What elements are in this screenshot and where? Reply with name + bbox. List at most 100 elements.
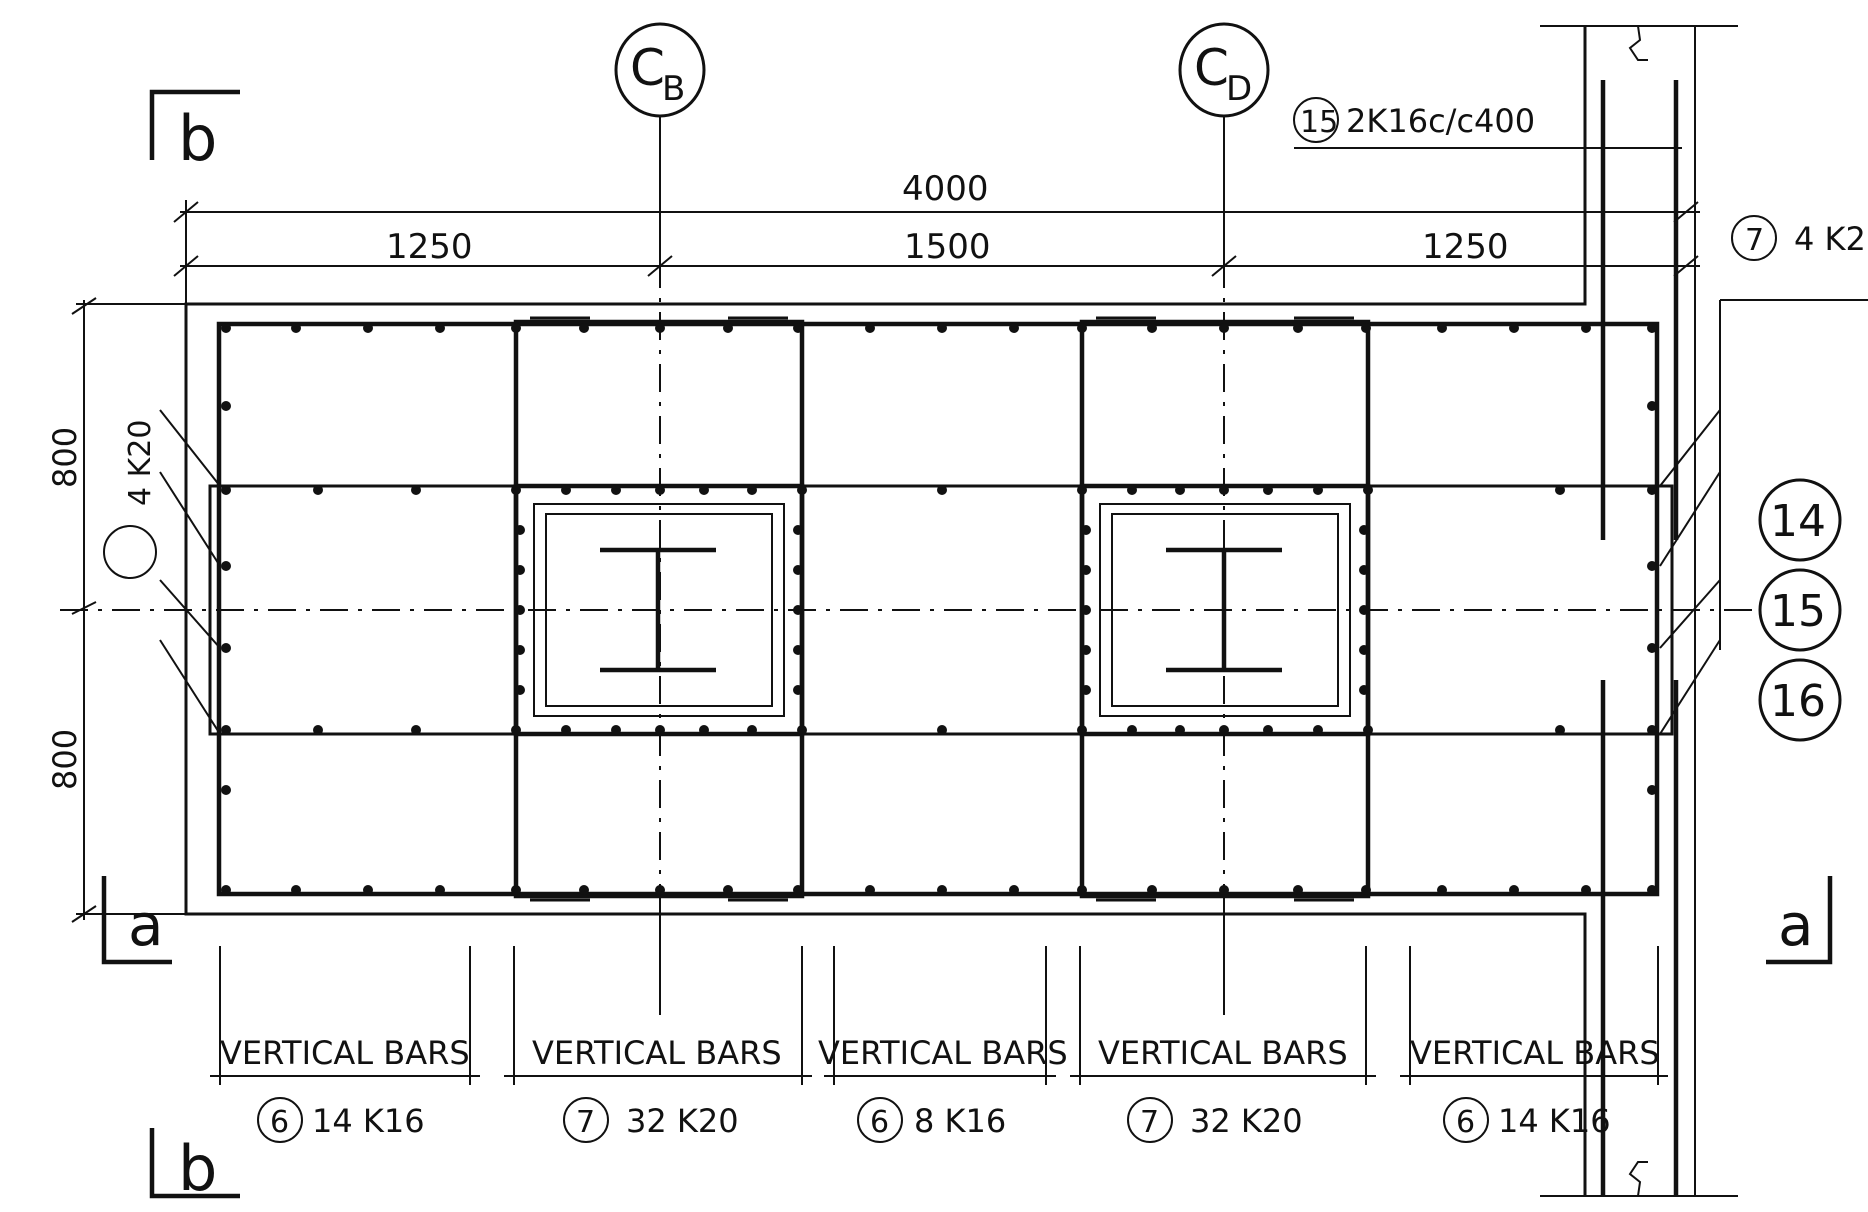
rebar-dot — [793, 525, 803, 535]
bar-group-5-mark: 6 — [1456, 1105, 1475, 1140]
rebar-dot — [291, 323, 301, 333]
rebar-dot — [793, 885, 803, 895]
rebar-dot — [1263, 725, 1273, 735]
callout-right-mark-14: 14 — [1770, 496, 1826, 547]
rebar-dot — [1077, 485, 1087, 495]
rebar-dot — [515, 605, 525, 615]
rebar-dot — [1009, 885, 1019, 895]
bar-group-1-mark: 6 — [270, 1105, 289, 1140]
section-mark-b-top: b — [149, 89, 240, 175]
dimension-overall-value: 4000 — [902, 169, 989, 209]
dimension-vertical: 800 800 — [46, 297, 186, 923]
rebar-dot — [1647, 561, 1657, 571]
rebar-dot — [1175, 725, 1185, 735]
rebar-dot — [793, 685, 803, 695]
gridline-cd: C D — [1178, 22, 1270, 1015]
callout-top-right-text: 4 K2 — [1794, 220, 1866, 258]
rebar-dot — [1147, 323, 1157, 333]
rebar-dot — [793, 605, 803, 615]
gridline-cd-letter: C — [1194, 39, 1229, 97]
rebar-dot — [1647, 323, 1657, 333]
rebar-dot — [1555, 485, 1565, 495]
rebar-dot — [1219, 885, 1229, 895]
callout-top-right-mark: 7 — [1745, 223, 1764, 258]
bar-group-5-text: 14 K16 — [1498, 1102, 1611, 1140]
vertical-bar-groups: VERTICAL BARS VERTICAL BARS VERTICAL BAR… — [210, 946, 1668, 1143]
gridline-cd-subscript: D — [1226, 69, 1252, 109]
rebar-dot — [699, 725, 709, 735]
steel-column-right — [1099, 503, 1351, 717]
rebar-dot — [511, 885, 521, 895]
rebar-dot — [1647, 725, 1657, 735]
section-mark-a-right-label: a — [1778, 891, 1814, 959]
rebar-dot — [1555, 725, 1565, 735]
rebar-dot — [1219, 323, 1229, 333]
dimension-segment-2: 1500 — [904, 227, 991, 267]
rebar-dot — [1293, 885, 1303, 895]
callout-right-mark-15: 15 — [1770, 586, 1826, 637]
rebar-dot — [865, 323, 875, 333]
rebar-dot — [221, 785, 231, 795]
dimension-vertical-upper: 800 — [46, 427, 84, 488]
gridline-cb-letter: C — [630, 39, 665, 97]
rebar-dot — [1647, 885, 1657, 895]
vertical-bars-label-3: VERTICAL BARS — [818, 1034, 1068, 1072]
rebar-dot — [515, 525, 525, 535]
callout-top-stirrup: 15 2K16c/c400 — [1293, 97, 1682, 149]
rebar-dot — [313, 485, 323, 495]
rebar-dot — [561, 485, 571, 495]
rebar-dot — [699, 485, 709, 495]
bar-group-1-text: 14 K16 — [312, 1102, 425, 1140]
rebar-dot — [511, 485, 521, 495]
rebar-dot — [363, 885, 373, 895]
rebar-dot — [611, 485, 621, 495]
rebar-dot — [1509, 885, 1519, 895]
rebar-dot — [511, 725, 521, 735]
rebar-dot — [1647, 785, 1657, 795]
rebar-dot — [411, 485, 421, 495]
rebar-dot — [1581, 885, 1591, 895]
rebar-dot — [411, 725, 421, 735]
rebar-dot — [1313, 485, 1323, 495]
rebar-dot — [1219, 485, 1229, 495]
rebar-dot — [1359, 685, 1369, 695]
rebar-dot — [515, 565, 525, 575]
rebar-dot — [1363, 725, 1373, 735]
rebar-dot — [1077, 885, 1087, 895]
rebar-dot — [313, 725, 323, 735]
rebar-dot — [1077, 323, 1087, 333]
rebar-dot — [1081, 525, 1091, 535]
rebar-dot — [1437, 885, 1447, 895]
dimension-segment-3: 1250 — [1422, 227, 1509, 267]
rebar-dot — [611, 725, 621, 735]
bar-group-4-mark: 7 — [1140, 1105, 1159, 1140]
rebar-dot — [1647, 643, 1657, 653]
vertical-bars-label-4: VERTICAL BARS — [1098, 1034, 1348, 1072]
bar-group-4-text: 32 K20 — [1190, 1102, 1303, 1140]
bar-group-2-text: 32 K20 — [626, 1102, 739, 1140]
callout-top-right: 7 4 K2 — [1731, 215, 1866, 261]
rebar-dot — [561, 725, 571, 735]
rebar-dot — [1175, 485, 1185, 495]
rebar-dot — [1313, 725, 1323, 735]
section-mark-b-bottom: b — [149, 1128, 240, 1205]
rebar-dot — [435, 323, 445, 333]
rebar-dot — [511, 323, 521, 333]
section-mark-a-right: a — [1766, 876, 1833, 965]
rebar-dot — [1263, 485, 1273, 495]
gridline-cb-subscript: B — [662, 69, 685, 109]
rebar-dot — [937, 885, 947, 895]
callout-top-stirrup-text: 2K16c/c400 — [1346, 102, 1535, 140]
rebar-dot — [1009, 323, 1019, 333]
callout-top-stirrup-mark: 15 — [1300, 105, 1338, 140]
section-mark-b-top-label: b — [178, 102, 217, 175]
rebar-dot — [221, 885, 231, 895]
section-mark-a-left: a — [101, 876, 172, 965]
rebar-dot — [1359, 525, 1369, 535]
rebar-dot — [221, 643, 231, 653]
rebar-dot — [579, 323, 589, 333]
rebar-dot — [655, 485, 665, 495]
rebar-dot — [1361, 323, 1371, 333]
rebar-dot — [1363, 485, 1373, 495]
